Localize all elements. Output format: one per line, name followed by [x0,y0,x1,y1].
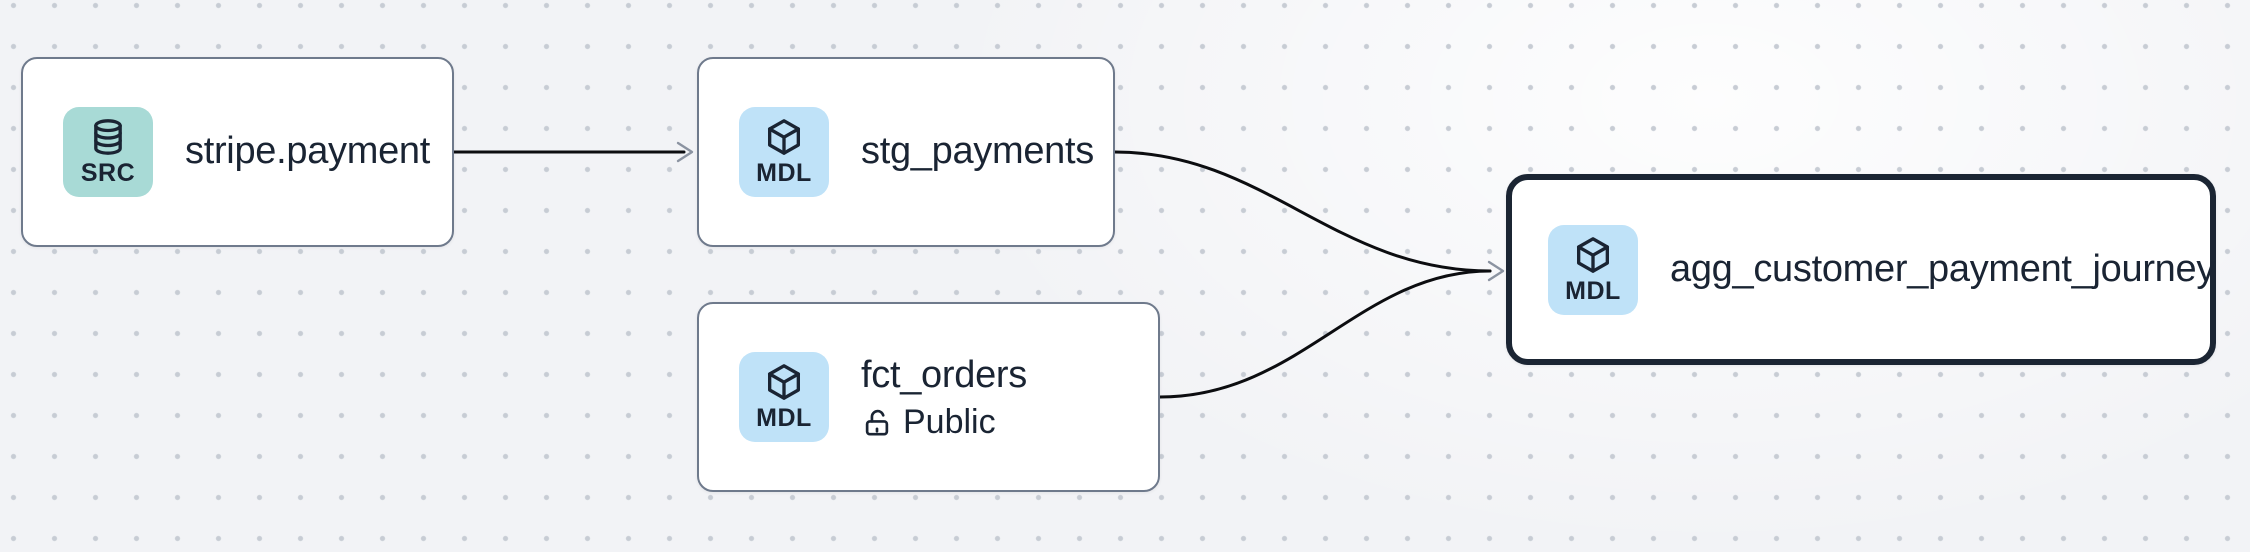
cube-icon [768,364,800,401]
node-agg-customer-payment-journey[interactable]: MDL agg_customer_payment_journey [1506,174,2216,365]
cube-icon [1577,237,1609,273]
access-label: Public [903,403,996,442]
mdl-badge: MDL [739,107,829,197]
edge-fct-orders-to-agg-customer-payment-journey [1158,269,1492,399]
node-title: fct_orders [861,353,1027,396]
node-title: agg_customer_payment_journey [1670,247,2216,290]
mdl-badge: MDL [739,352,829,442]
edge-arrowhead-icon [1487,260,1505,282]
edge-stg-payments-to-agg-customer-payment-journey [1113,150,1492,273]
badge-label: MDL [756,159,812,188]
node-title: stripe.payment [185,130,431,173]
unlock-icon [865,409,889,436]
edge-arrowhead-icon [676,141,694,163]
cube-icon [768,119,800,156]
node-stripe-payment[interactable]: SRC stripe.payment [21,57,454,247]
node-fct-orders[interactable]: MDL fct_orders Public [697,302,1160,492]
badge-label: SRC [80,159,136,188]
node-title: stg_payments [861,130,1094,173]
badge-label: MDL [1565,276,1621,305]
src-badge: SRC [63,107,153,197]
mdl-badge: MDL [1548,224,1638,315]
node-stg-payments[interactable]: MDL stg_payments [697,57,1115,247]
badge-label: MDL [756,404,812,433]
access-row: Public [861,403,1027,442]
database-icon [94,119,122,156]
